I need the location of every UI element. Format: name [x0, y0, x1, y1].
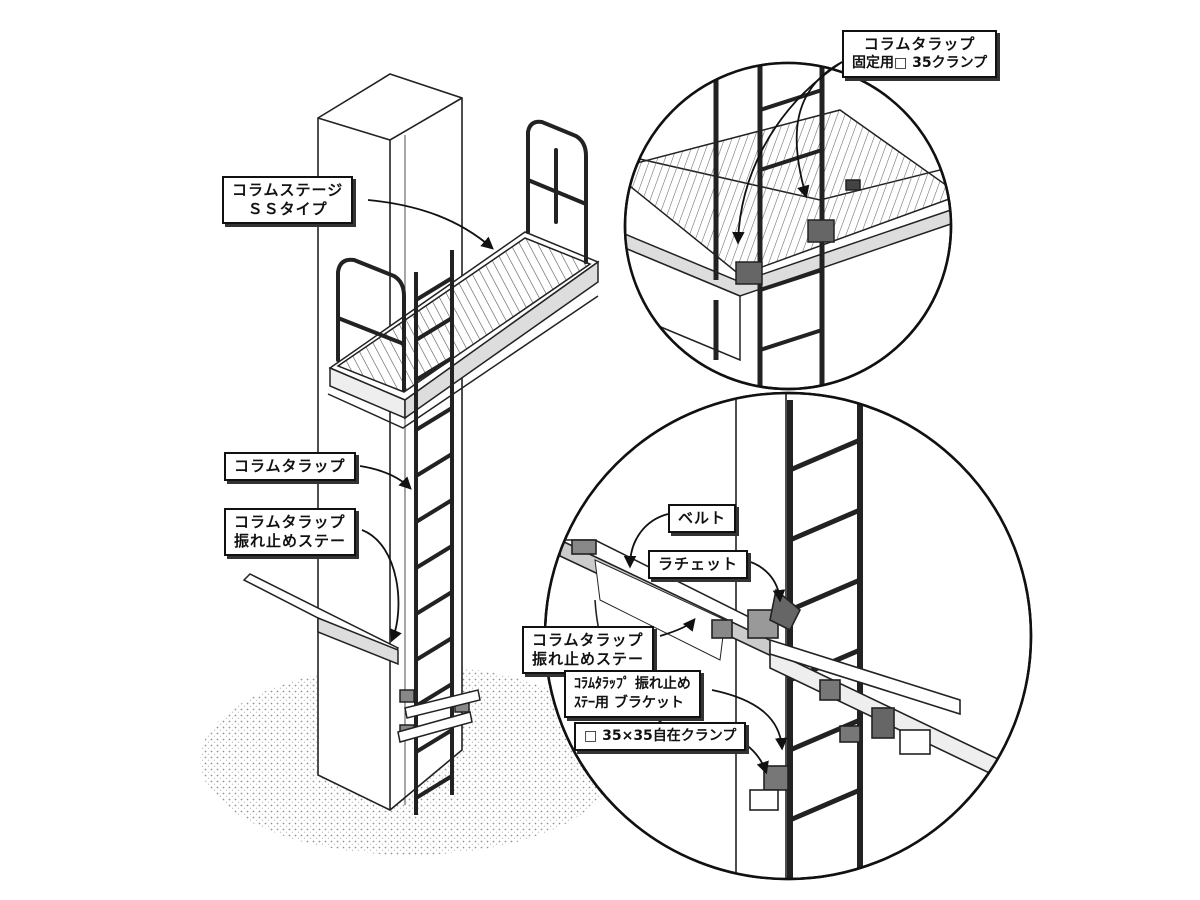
label-free-clamp: □ 35×35自在クランプ [574, 722, 747, 751]
stage-handrails [336, 119, 588, 392]
label-belt-text: ベルト [678, 509, 727, 527]
label-column-trap-stay-line2: 振れ止めステー [234, 532, 347, 550]
leader-arrows [359, 61, 843, 775]
label-detail-stay-line2: 振れ止めステー [532, 650, 645, 668]
label-detail-stay-line1: コラムタラップ [532, 631, 644, 649]
stage-platform [327, 231, 600, 429]
label-bracket-line1: ｺﾗﾑﾀﾗｯﾌﾟ 振れ止め [574, 676, 691, 692]
lower-stay [397, 689, 481, 743]
label-detail-top: コラムタラップ 固定用□ 35クランプ [842, 30, 998, 78]
label-column-stage-line1: コラムステージ [232, 181, 344, 199]
label-column-trap-stay-line1: コラムタラップ [234, 513, 346, 531]
label-belt: ベルト [668, 504, 737, 533]
label-ratchet: ラチェット [648, 550, 749, 579]
label-column-trap: コラムタラップ [224, 452, 356, 481]
label-column-stage-line2: ＳＳタイプ [247, 200, 328, 218]
label-column-stage: コラムステージ ＳＳタイプ [222, 176, 354, 224]
label-column-trap-stay: コラムタラップ 振れ止めステー [224, 508, 357, 556]
label-column-trap-text: コラムタラップ [234, 457, 346, 475]
label-bracket-line2: ｽﾃｰ用 ブラケット [574, 695, 684, 711]
label-bracket: ｺﾗﾑﾀﾗｯﾌﾟ 振れ止め ｽﾃｰ用 ブラケット [564, 670, 701, 718]
label-detail-top-line2: 固定用□ 35クランプ [852, 55, 988, 71]
label-free-clamp-text: □ 35×35自在クランプ [584, 728, 737, 744]
detail-top [623, 61, 953, 391]
label-detail-stay: コラムタラップ 振れ止めステー [522, 626, 655, 674]
label-detail-top-line1: コラムタラップ [863, 35, 976, 53]
label-ratchet-text: ラチェット [658, 555, 739, 573]
main-illustration [200, 73, 620, 855]
